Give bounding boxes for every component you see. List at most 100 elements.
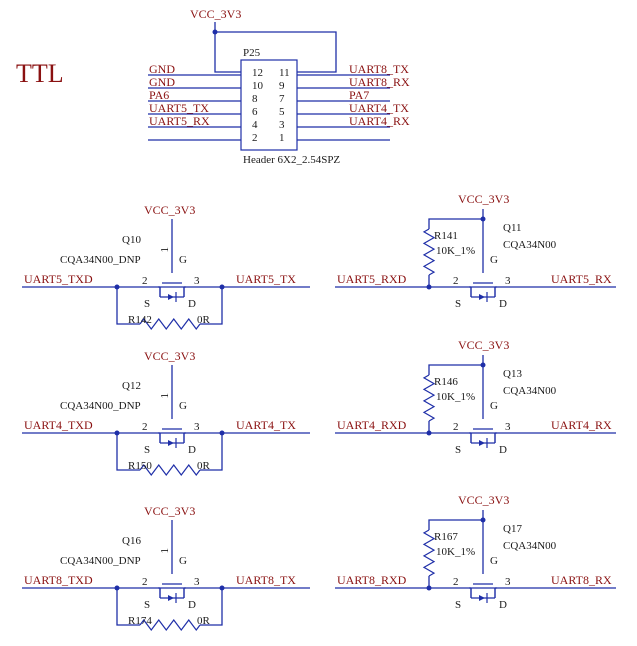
rx-fet-ref: Q13 xyxy=(503,368,522,380)
tx-net-left: UART4_TXD xyxy=(24,418,93,432)
tx-s-label: S xyxy=(144,444,150,456)
rx-d-label: D xyxy=(499,444,507,456)
tx-res-ref: R174 xyxy=(128,615,152,627)
header-pin-right-4: 3 xyxy=(279,119,285,131)
header-net-left-3: UART5_TX xyxy=(149,101,209,115)
tx-pin-d: 3 xyxy=(194,576,200,588)
header-pin-left-1: 10 xyxy=(252,80,264,92)
header-net-right-1: UART8_RX xyxy=(349,75,410,89)
tx-res-ref: R142 xyxy=(128,314,152,326)
rx-s-label: S xyxy=(455,298,461,310)
rx-net-left: UART4_RXD xyxy=(337,418,407,432)
rx-res-ref: R167 xyxy=(434,531,458,543)
header-net-right-3: UART4_TX xyxy=(349,101,409,115)
tx-net-left: UART5_TXD xyxy=(24,272,93,286)
header-body xyxy=(240,59,298,151)
rx-power-label: VCC_3V3 xyxy=(458,493,509,507)
rx-fet-value: CQA34N00 xyxy=(503,239,557,251)
header-net-left-4: UART5_RX xyxy=(149,114,210,128)
tx-gate-label: G xyxy=(179,555,187,567)
header-pin-right-2: 7 xyxy=(279,93,285,105)
tx-fet-ref: Q16 xyxy=(122,535,141,547)
header-net-right-0: UART8_TX xyxy=(349,62,409,76)
rx-fet-value: CQA34N00 xyxy=(503,385,557,397)
header-net-right-4: UART4_RX xyxy=(349,114,410,128)
tx-fet-value: CQA34N00_DNP xyxy=(60,555,141,567)
rx-net-right: UART8_RX xyxy=(551,573,612,587)
tx-s-label: S xyxy=(144,599,150,611)
rx-pin-s: 2 xyxy=(453,576,459,588)
rx-d-label: D xyxy=(499,298,507,310)
tx-pin-s: 2 xyxy=(142,576,148,588)
rx-net-left: UART5_RXD xyxy=(337,272,407,286)
tx-pin-d: 3 xyxy=(194,275,200,287)
tx-net-right: UART5_TX xyxy=(236,272,296,286)
tx-power-label: VCC_3V3 xyxy=(144,349,195,363)
tx-s-label: S xyxy=(144,298,150,310)
tx-fet-ref: Q12 xyxy=(122,380,141,392)
rx-gate-label: G xyxy=(490,400,498,412)
header-power-label: VCC_3V3 xyxy=(190,7,241,21)
header-value: Header 6X2_2.54SPZ xyxy=(243,154,340,166)
tx-res-value: 0R xyxy=(197,314,211,326)
tx-power-label: VCC_3V3 xyxy=(144,504,195,518)
rx-pin-d: 3 xyxy=(505,576,511,588)
rx-res-value: 10K_1% xyxy=(436,245,475,257)
header-pin-left-4: 4 xyxy=(252,119,258,131)
header-pin-left-2: 8 xyxy=(252,93,258,105)
header-pin-right-3: 5 xyxy=(279,106,285,118)
rx-fet-value: CQA34N00 xyxy=(503,540,557,552)
rx-res-ref: R141 xyxy=(434,230,458,242)
rx-s-label: S xyxy=(455,599,461,611)
tx-pin-s: 2 xyxy=(142,275,148,287)
rx-power-label: VCC_3V3 xyxy=(458,338,509,352)
rx-net-right: UART4_RX xyxy=(551,418,612,432)
rx-power-label: VCC_3V3 xyxy=(458,192,509,206)
rx-fet-ref: Q17 xyxy=(503,523,522,535)
tx-fet-value: CQA34N00_DNP xyxy=(60,254,141,266)
rx-d-label: D xyxy=(499,599,507,611)
tx-gate-pin: 1 xyxy=(159,393,171,399)
header-net-left-1: GND xyxy=(149,75,175,89)
tx-d-label: D xyxy=(188,444,196,456)
header-ref: P25 xyxy=(243,47,261,59)
tx-net-right: UART8_TX xyxy=(236,573,296,587)
header-pin-right-5: 1 xyxy=(279,132,285,144)
tx-power-label: VCC_3V3 xyxy=(144,203,195,217)
rx-res-value: 10K_1% xyxy=(436,546,475,558)
tx-fet-value: CQA34N00_DNP xyxy=(60,400,141,412)
tx-pin-d: 3 xyxy=(194,421,200,433)
tx-pin-s: 2 xyxy=(142,421,148,433)
tx-d-label: D xyxy=(188,599,196,611)
header-pin-right-0: 11 xyxy=(279,67,290,79)
rx-gate-label: G xyxy=(490,555,498,567)
rx-net-right: UART5_RX xyxy=(551,272,612,286)
tx-gate-pin: 1 xyxy=(159,548,171,554)
header-pin-left-0: 12 xyxy=(252,67,263,79)
header-net-left-2: PA6 xyxy=(149,88,169,102)
header-pin-left-3: 6 xyxy=(252,106,258,118)
tx-d-label: D xyxy=(188,298,196,310)
tx-fet-ref: Q10 xyxy=(122,234,141,246)
rx-net-left: UART8_RXD xyxy=(337,573,407,587)
tx-net-right: UART4_TX xyxy=(236,418,296,432)
tx-gate-label: G xyxy=(179,254,187,266)
rx-pin-s: 2 xyxy=(453,275,459,287)
tx-gate-pin: 1 xyxy=(159,247,171,253)
rx-res-value: 10K_1% xyxy=(436,391,475,403)
header-pin-right-1: 9 xyxy=(279,80,285,92)
header-net-right-2: PA7 xyxy=(349,88,369,102)
rx-pin-s: 2 xyxy=(453,421,459,433)
tx-gate-label: G xyxy=(179,400,187,412)
rx-pin-d: 3 xyxy=(505,275,511,287)
rx-pin-d: 3 xyxy=(505,421,511,433)
tx-res-ref: R150 xyxy=(128,460,152,472)
